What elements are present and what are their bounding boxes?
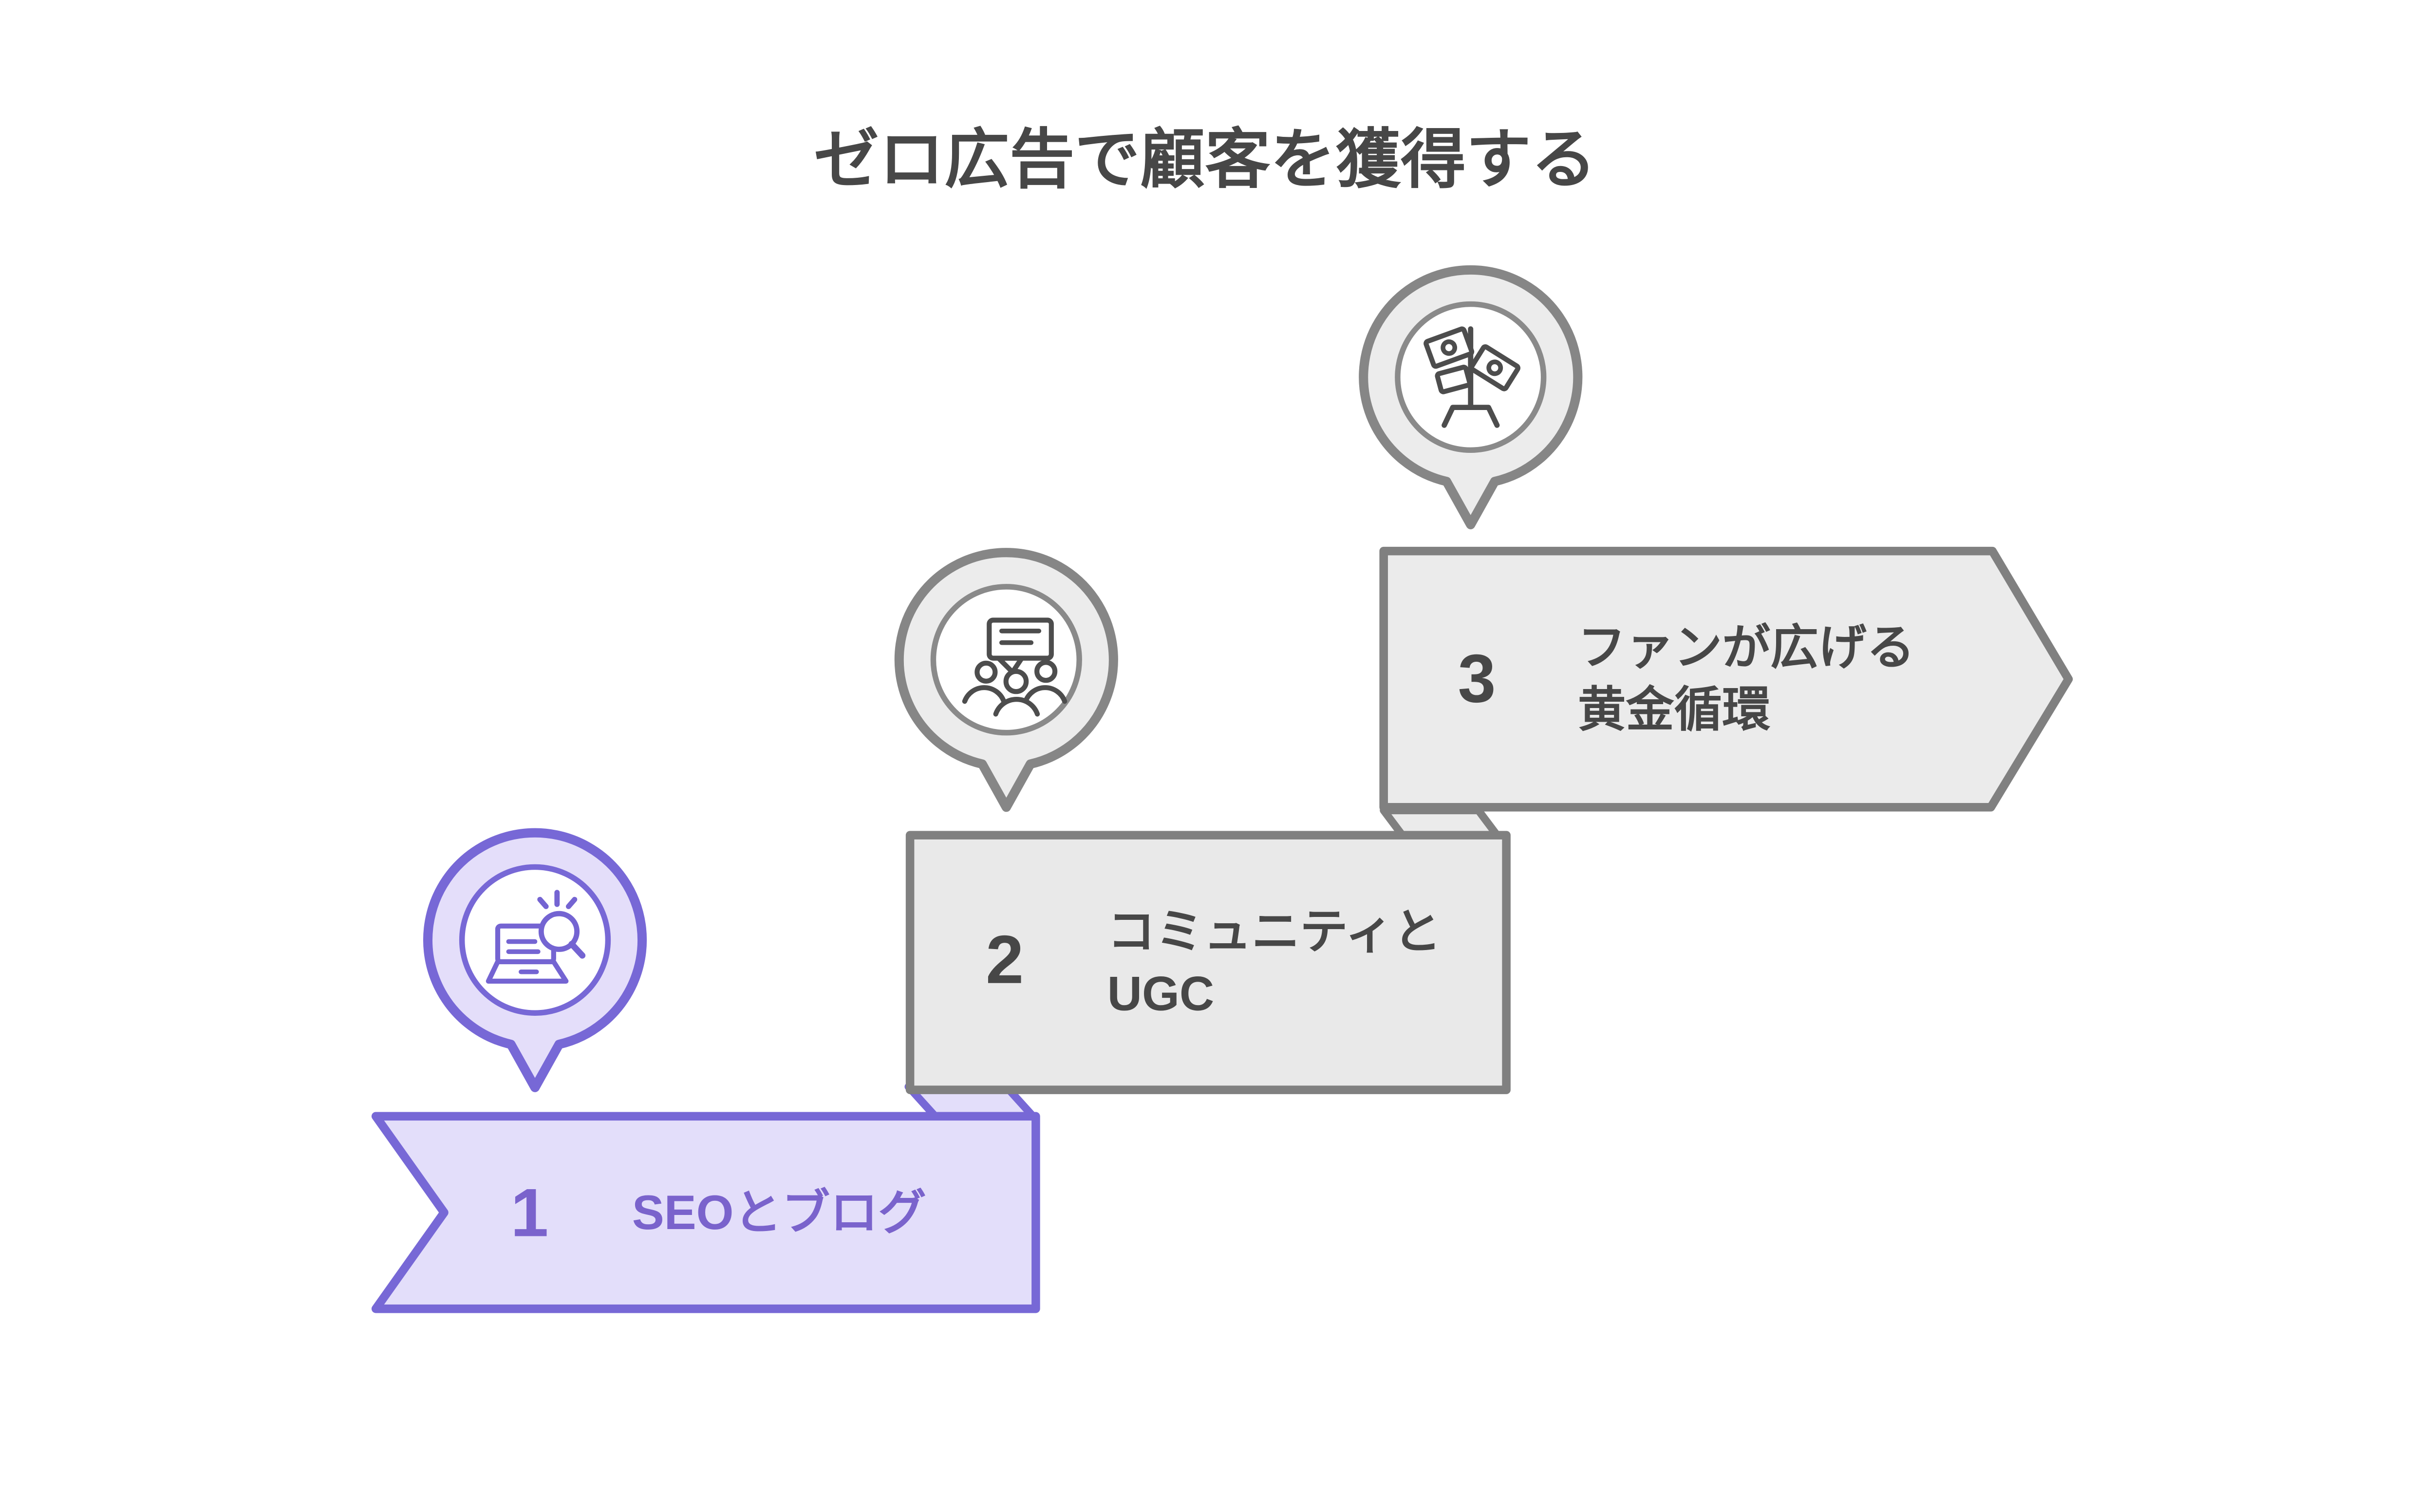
step-label-2-line1: コミュニティと: [1107, 905, 1442, 958]
step-label-2-line2: UGC: [1107, 967, 1215, 1020]
page-title: ゼロ広告で顧客を獲得する: [814, 124, 1596, 196]
step-label-3-line1: ファンが広げる: [1578, 620, 1915, 674]
step-label-3-line2: 黄金循環: [1578, 683, 1771, 736]
step-number-2: 2: [986, 921, 1024, 998]
marker-pin-1: [423, 828, 647, 1092]
money-tree-icon: [1424, 326, 1521, 428]
community-chat-icon: [962, 617, 1068, 717]
marker-pin-2: [894, 548, 1118, 812]
laptop-search-icon: [486, 890, 586, 984]
step-banner-1: [371, 1112, 1040, 1313]
step-banner-2: [905, 831, 1511, 1094]
step-number-1: 1: [510, 1175, 548, 1251]
step-number-3: 3: [1458, 640, 1496, 717]
step-banner-3: [1379, 546, 2073, 812]
marker-pin-3: [1359, 265, 1583, 529]
step-label-1: SEOとブログ: [632, 1186, 926, 1239]
